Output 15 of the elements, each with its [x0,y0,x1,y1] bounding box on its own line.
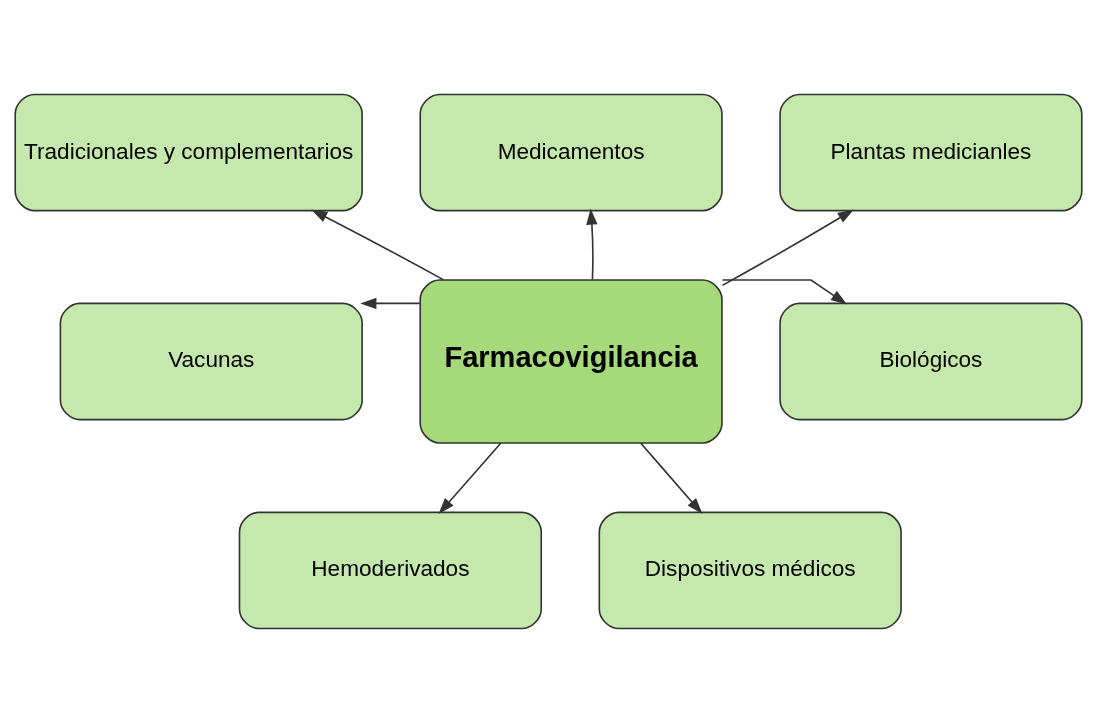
arrow [721,209,854,287]
arrow [438,442,502,514]
arrow [311,209,445,281]
arrow [721,279,848,305]
node-box: Plantas medicianles [779,93,1083,212]
arrow [360,297,421,310]
node-box: Dispositivos médicos [598,511,902,630]
node-box: Farmacovigilancia [419,279,723,444]
node-box: Hemoderivados [238,511,543,630]
arrow [640,442,703,514]
node-box: Medicamentos [419,93,723,212]
node-box: Biológicos [779,302,1083,421]
node-box: Tradicionales y complementarios [14,93,363,212]
node-box: Vacunas [59,302,363,421]
arrow [586,208,598,281]
